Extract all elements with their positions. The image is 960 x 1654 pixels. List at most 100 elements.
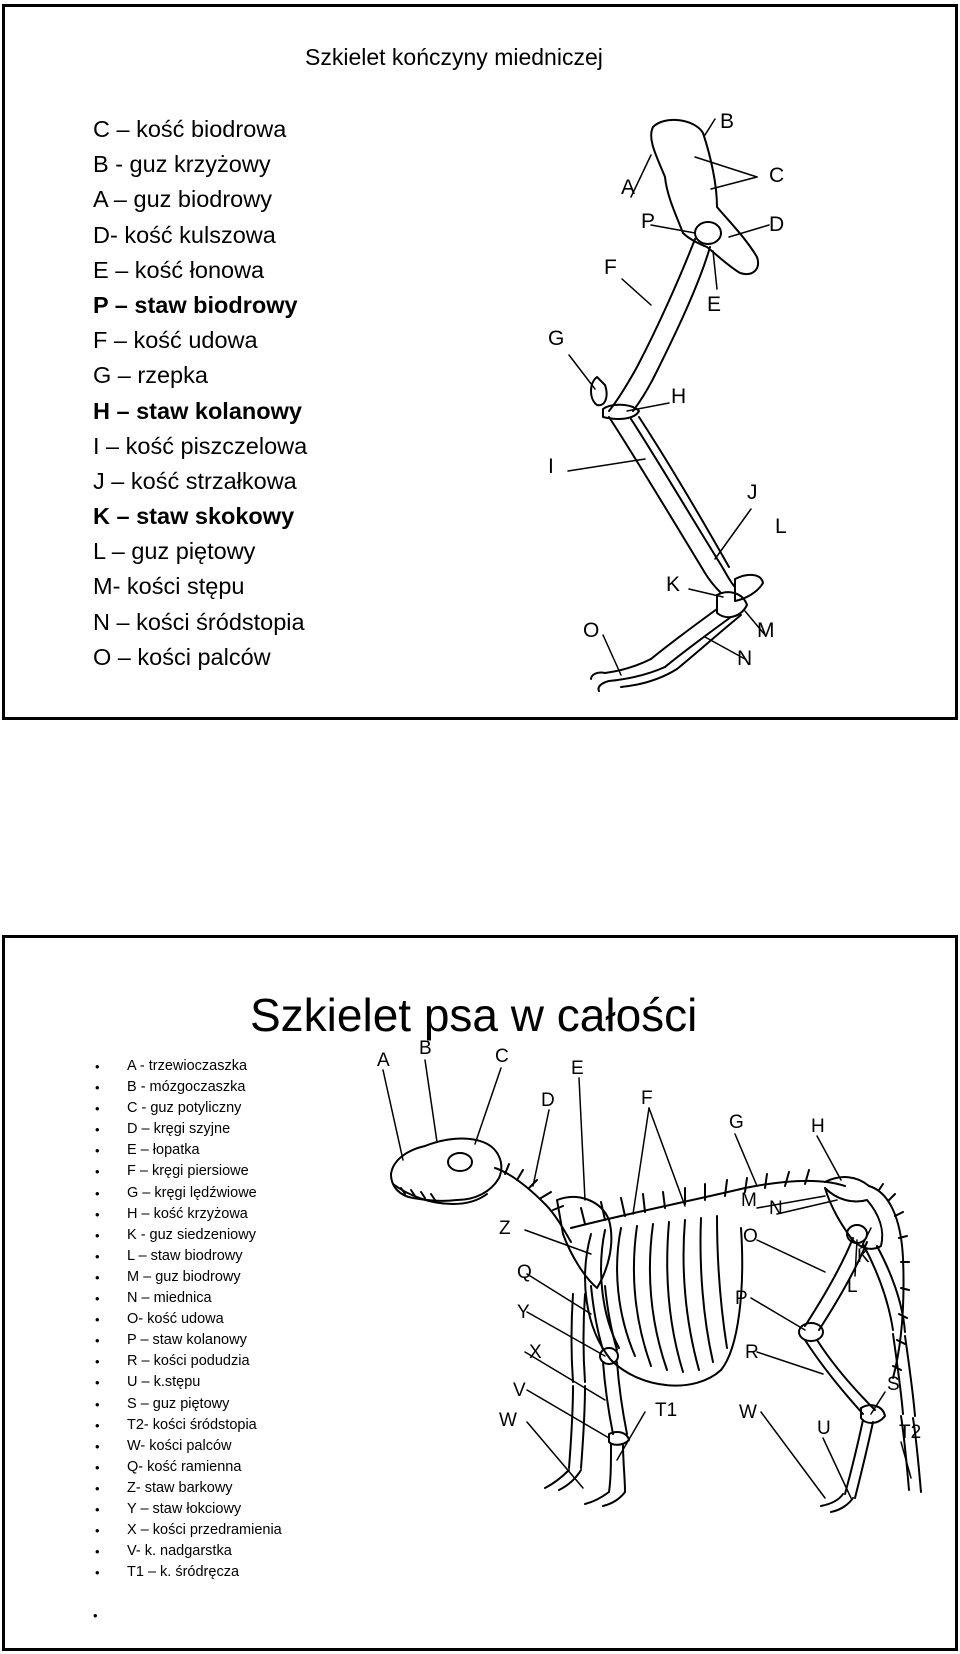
ribcage [584,1227,744,1387]
legend-item: T2- kości śródstopia [93,1415,282,1436]
hind-phalanges [820,1493,854,1513]
label-A: A [621,176,635,199]
legend-item: U – k.stępu [93,1372,282,1393]
legend-item: K – staw skokowy [93,503,295,530]
label-M: M [757,619,775,642]
hip-joint [694,221,722,245]
label-P: P [735,1288,748,1309]
skull [390,1137,503,1202]
legend-item: L – staw biodrowy [93,1246,282,1267]
knee-joint [602,403,640,420]
legend-item: Z- staw barkowy [93,1478,282,1499]
dog-skeleton-diagram: A B C E D F G H M N O K L P R S W U T2 Z… [377,1038,922,1513]
legend-item: B - guz krzyżowy [93,151,271,178]
calcaneus [734,573,764,602]
femur [804,1237,868,1331]
label-V: V [513,1380,526,1401]
label-I: I [548,455,554,478]
label-B: B [419,1038,432,1059]
legend-item: X – kości przedramienia [93,1520,282,1541]
scapula [556,1195,613,1289]
legend-item: Y – staw łokciowy [93,1499,282,1520]
legend-item: H – staw kolanowy [93,397,302,424]
label-N: N [769,1198,783,1219]
patella [590,376,608,407]
hind-metatarsals [844,1419,874,1499]
label-D: D [769,213,784,236]
legend-item: D- kość kulszowa [93,221,276,248]
legend-item: D – kręgi szyjne [93,1119,282,1140]
label-H: H [811,1116,825,1137]
label-H: H [671,385,686,408]
label-R: R [745,1342,759,1363]
humerus [590,1285,618,1351]
legend-item: K - guz siedzeniowy [93,1225,282,1246]
legend-item: F – kość udowa [93,327,258,354]
label-Q: Q [517,1262,532,1283]
label-M: M [741,1190,757,1211]
label-P: P [641,210,655,233]
label-G: G [729,1112,744,1133]
mandible [392,1183,488,1205]
fibula-bone [638,416,730,568]
legend-item: G – kręgi lędźwiowe [93,1183,282,1204]
label-C: C [495,1046,509,1067]
label-J: J [747,481,758,504]
legend-item: T1 – k. śródręcza [93,1562,282,1583]
slide-dog-skeleton: Szkielet psa w całości A - trzewioczaszk… [2,935,958,1651]
femur-bone [608,238,711,412]
slide-title: Szkielet psa w całości [250,989,698,1041]
legend-item: I – kość piszczelowa [93,432,308,459]
legend-item: C - guz potyliczny [93,1098,282,1119]
cervical-vertebrae [494,1167,572,1243]
hock [860,1404,886,1424]
legend-item: B - mózgoczaszka [93,1077,282,1098]
label-X: X [529,1342,542,1363]
bone-legend: A - trzewioczaszkaB - mózgoczaszkaC - gu… [93,1056,282,1583]
label-K: K [857,1246,870,1267]
fore-phalanges [584,1491,626,1507]
legend-item: F – kręgi piersiowe [93,1161,282,1182]
label-A: A [377,1050,390,1071]
legend-item: P – staw kolanowy [93,1330,282,1351]
legend-item: E – kość łonowa [93,256,265,283]
legend-item: A – guz biodrowy [93,186,272,213]
label-F: F [641,1088,653,1109]
elbow [599,1347,619,1365]
label-C: C [769,164,784,187]
legend-item: M- kości stępu [93,573,245,600]
legend-item: Q- kość ramienna [93,1457,282,1478]
label-Y: Y [517,1302,530,1323]
legend-item: H – kość krzyżowa [93,1204,282,1225]
label-W-hind: W [739,1402,757,1423]
legend-item: G – rzepka [93,362,208,389]
legend-item: A - trzewioczaszka [93,1056,282,1077]
tail [868,1185,905,1379]
legend-item: C – kość biodrowa [93,116,287,142]
pelvic-limb-skeleton-diagram: B C A P D F E G H I J L K O M N [548,110,787,692]
radius-ulna [602,1361,628,1435]
ilium-bone [650,118,759,275]
label-L: L [847,1276,858,1297]
label-O: O [743,1226,758,1247]
slide-title: Szkielet kończyny miedniczej [305,44,603,70]
sacrum [824,1176,870,1187]
empty-bullet: • [93,1608,98,1623]
legend-item: O- kość udowa [93,1309,282,1330]
label-O: O [583,619,599,642]
knee [798,1322,824,1342]
legend-item: W- kości palców [93,1436,282,1457]
legend-item: R – kości podudzia [93,1351,282,1372]
label-T2: T2 [899,1422,921,1443]
label-N: N [737,647,752,670]
legend-item: O – kości palców [93,643,271,670]
label-S: S [887,1374,900,1395]
vertebral-column [570,1179,846,1229]
legend-item: L – guz piętowy [93,538,256,565]
phalanges [590,658,678,692]
legend-item: J – kość strzałkowa [93,467,297,494]
label-B: B [720,110,734,133]
legend-item: N – miednica [93,1288,282,1309]
label-E: E [707,293,721,316]
legend-item: V- k. nadgarstka [93,1541,282,1562]
